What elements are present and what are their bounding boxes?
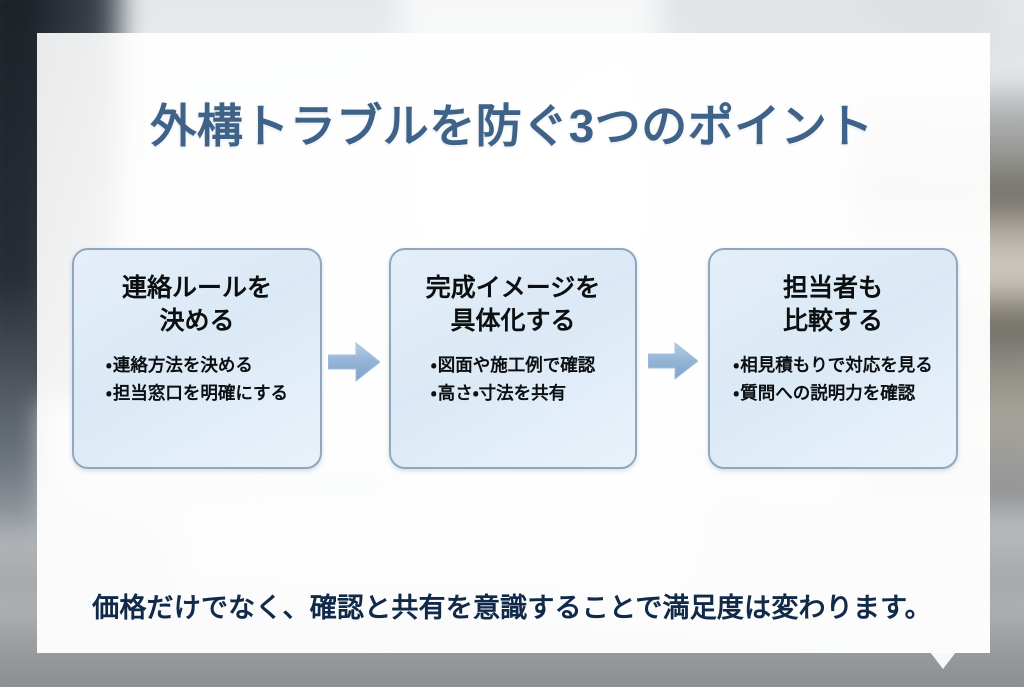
panel-notch-icon xyxy=(930,652,956,669)
footer-message: 価格だけでなく、確認と共有を意識することで満足度は変わります。 xyxy=(92,593,932,623)
point-card-3-heading: 担当者も 比較する xyxy=(782,274,883,335)
point-card-2-heading: 完成イメージを 具体化する xyxy=(425,274,601,335)
point-card-1[interactable]: 連絡ルールを 決める 連絡方法を決める 担当窓口を明確にする xyxy=(72,248,322,469)
background-left-shadow xyxy=(0,0,44,530)
page-title: 外構トラブルを防ぐ3つのポイント xyxy=(150,100,874,152)
list-item: 連絡方法を決める xyxy=(106,351,288,379)
point-card-1-heading: 連絡ルールを 決める xyxy=(121,274,272,335)
list-item: 相見積もりで対応を見る xyxy=(733,351,933,379)
list-item: 担当窓口を明確にする xyxy=(106,379,288,407)
point-card-3[interactable]: 担当者も 比較する 相見積もりで対応を見る 質問への説明力を確認 xyxy=(708,248,958,469)
point-card-2[interactable]: 完成イメージを 具体化する 図面や施工例で確認 高さ・寸法を共有 xyxy=(389,248,637,469)
point-card-2-bullets: 図面や施工例で確認 高さ・寸法を共有 xyxy=(431,351,596,408)
point-card-1-bullets: 連絡方法を決める 担当窓口を明確にする xyxy=(106,351,288,408)
arrow-right-icon xyxy=(328,338,380,386)
list-item: 高さ・寸法を共有 xyxy=(431,379,595,407)
points-card-row: 連絡ルールを 決める 連絡方法を決める 担当窓口を明確にする 完成イメージを 具… xyxy=(0,248,1024,473)
point-card-3-bullets: 相見積もりで対応を見る 質問への説明力を確認 xyxy=(733,351,933,408)
list-item: 質問への説明力を確認 xyxy=(733,379,932,407)
arrow-right-icon xyxy=(648,338,698,384)
list-item: 図面や施工例で確認 xyxy=(431,351,596,379)
